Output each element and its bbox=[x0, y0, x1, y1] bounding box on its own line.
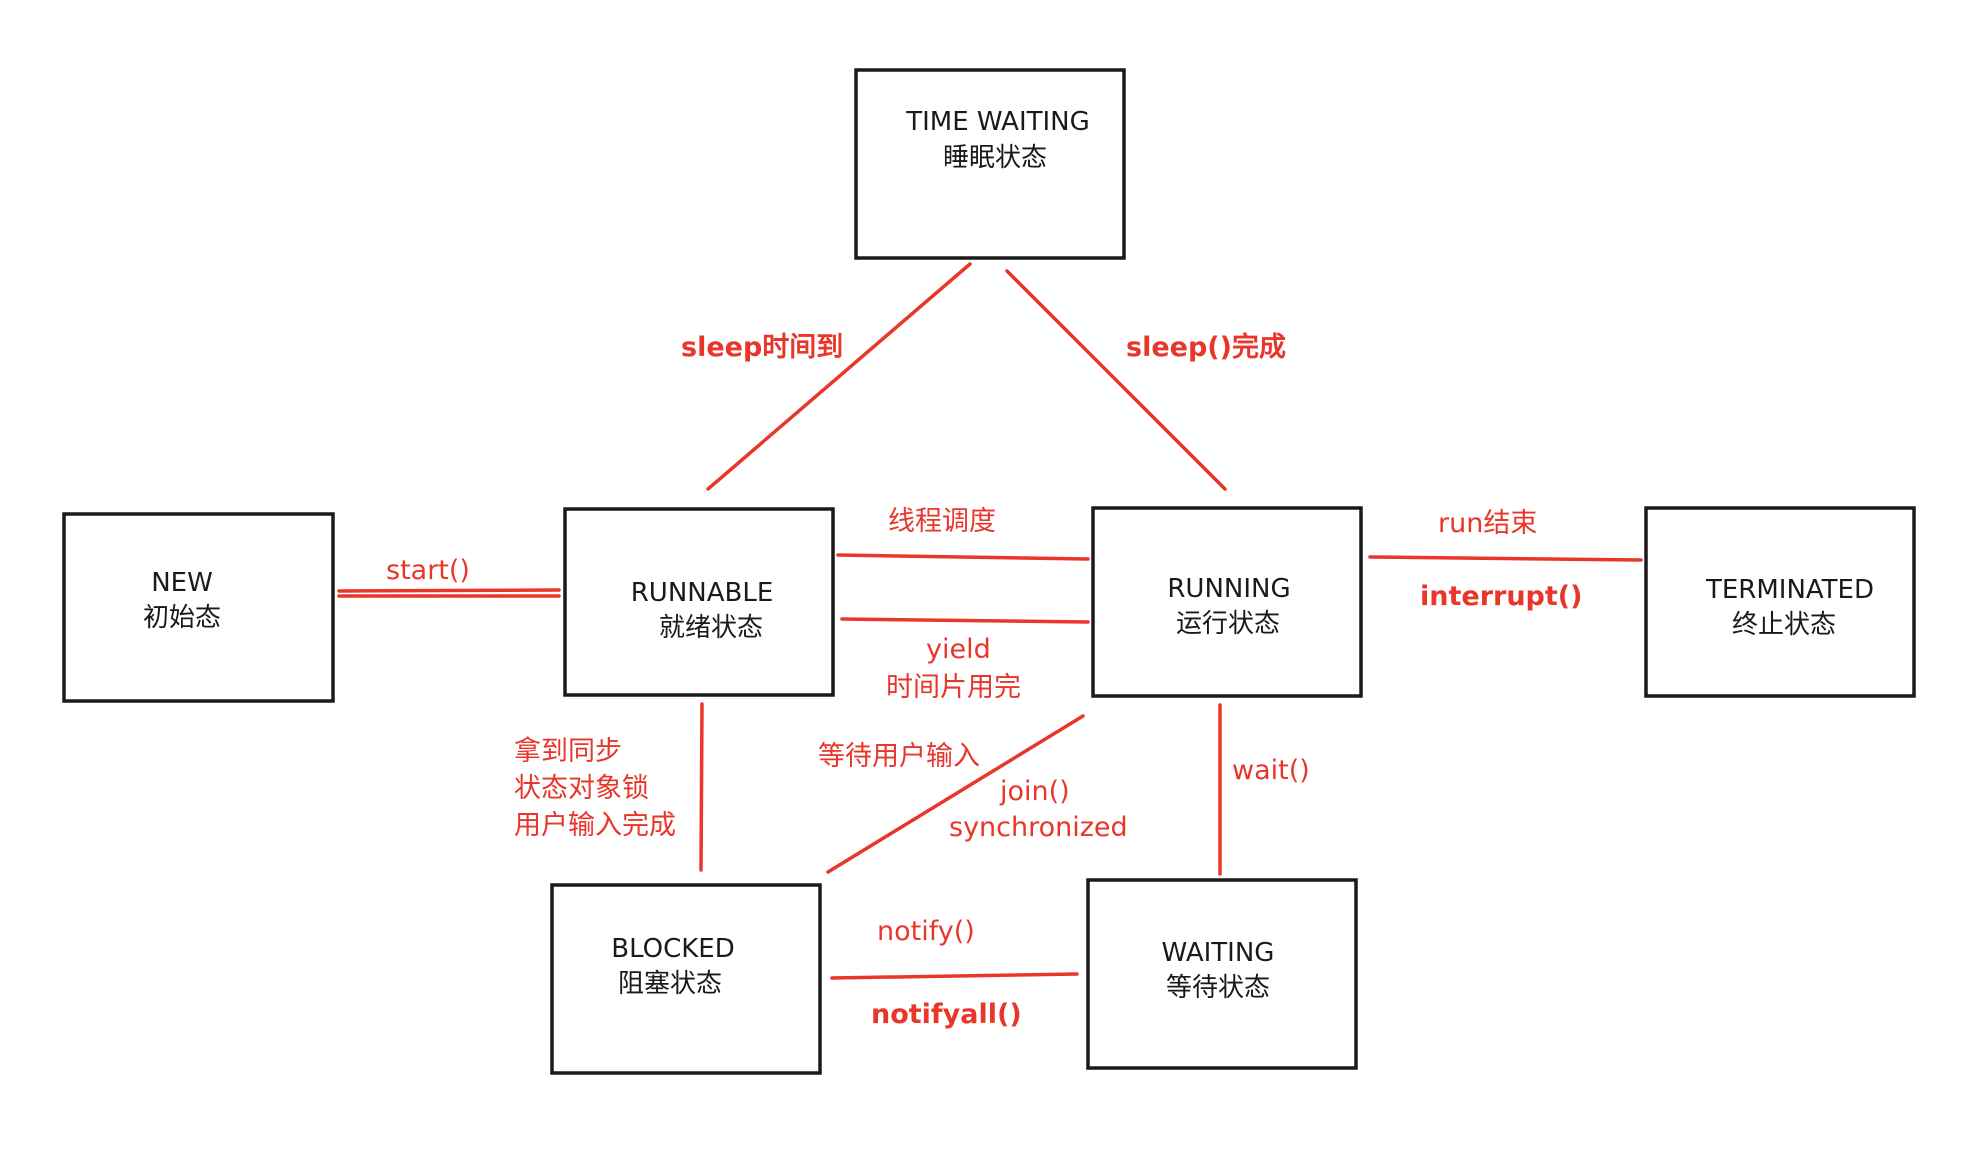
state-name: WAITING bbox=[1162, 938, 1275, 968]
state-name: NEW bbox=[151, 568, 213, 598]
state-box-frame bbox=[1644, 506, 1916, 698]
edge-running-to-blocked bbox=[826, 714, 1085, 874]
label-start: start() bbox=[386, 555, 470, 586]
state-name: BLOCKED bbox=[611, 934, 735, 964]
state-name: TERMINATED bbox=[1705, 575, 1874, 605]
transition-lines bbox=[337, 262, 1643, 980]
state-label: 等待状态 bbox=[1166, 973, 1270, 1003]
label-time-slice: 时间片用完 bbox=[886, 672, 1021, 703]
label-synchronized: synchronized bbox=[949, 812, 1128, 843]
label-wait: wait() bbox=[1232, 755, 1310, 786]
state-new: NEW 初始态 bbox=[62, 512, 335, 703]
label-got-lock-2: 状态对象锁 bbox=[514, 773, 649, 804]
label-join: join() bbox=[999, 776, 1070, 807]
state-box-frame bbox=[854, 68, 1126, 260]
label-interrupt: interrupt() bbox=[1420, 581, 1582, 612]
edge-waiting-to-blocked bbox=[830, 972, 1079, 980]
state-box-frame bbox=[563, 507, 835, 697]
label-run-end: run结束 bbox=[1438, 508, 1537, 539]
state-box-frame bbox=[62, 512, 335, 703]
edge-time-waiting-to-running bbox=[1005, 269, 1227, 491]
transition-labels: sleep时间到 sleep()完成 start() 线程调度 yield 时间… bbox=[386, 331, 1582, 1030]
state-running: RUNNING 运行状态 bbox=[1091, 506, 1363, 698]
state-box-frame bbox=[1086, 878, 1358, 1070]
state-label: 阻塞状态 bbox=[618, 969, 722, 999]
state-runnable: RUNNABLE 就绪状态 bbox=[563, 507, 835, 697]
state-box-frame bbox=[1091, 506, 1363, 698]
edge-new-to-runnable-a bbox=[337, 588, 561, 593]
state-name: RUNNING bbox=[1167, 574, 1290, 604]
state-label: 终止状态 bbox=[1732, 610, 1836, 640]
state-blocked: BLOCKED 阻塞状态 bbox=[550, 883, 822, 1075]
label-got-lock-1: 拿到同步 bbox=[514, 736, 622, 767]
state-name: TIME WAITING bbox=[905, 107, 1090, 137]
label-sleep-timeout: sleep时间到 bbox=[681, 332, 843, 363]
edge-blocked-to-runnable bbox=[699, 702, 704, 872]
label-thread-schedule: 线程调度 bbox=[888, 506, 996, 537]
state-label: 运行状态 bbox=[1176, 609, 1280, 639]
state-time-waiting: TIME WAITING 睡眠状态 bbox=[854, 68, 1126, 260]
state-terminated: TERMINATED 终止状态 bbox=[1644, 506, 1916, 698]
label-yield: yield bbox=[926, 634, 991, 665]
edge-time-waiting-to-runnable bbox=[706, 262, 972, 491]
label-wait-input: 等待用户输入 bbox=[818, 741, 980, 772]
edge-runnable-to-running bbox=[836, 553, 1090, 561]
state-waiting: WAITING 等待状态 bbox=[1086, 878, 1358, 1070]
state-label: 睡眠状态 bbox=[943, 143, 1047, 173]
label-sleep-done: sleep()完成 bbox=[1126, 331, 1286, 363]
state-label: 就绪状态 bbox=[659, 613, 763, 643]
state-box-frame bbox=[550, 883, 822, 1075]
label-notifyall: notifyall() bbox=[871, 999, 1022, 1030]
edge-running-to-runnable bbox=[840, 617, 1090, 624]
label-notify: notify() bbox=[877, 916, 975, 947]
label-got-lock-3: 用户输入完成 bbox=[514, 810, 676, 841]
edge-running-to-terminated bbox=[1368, 555, 1643, 562]
state-label: 初始态 bbox=[143, 603, 221, 633]
state-name: RUNNABLE bbox=[631, 578, 774, 608]
